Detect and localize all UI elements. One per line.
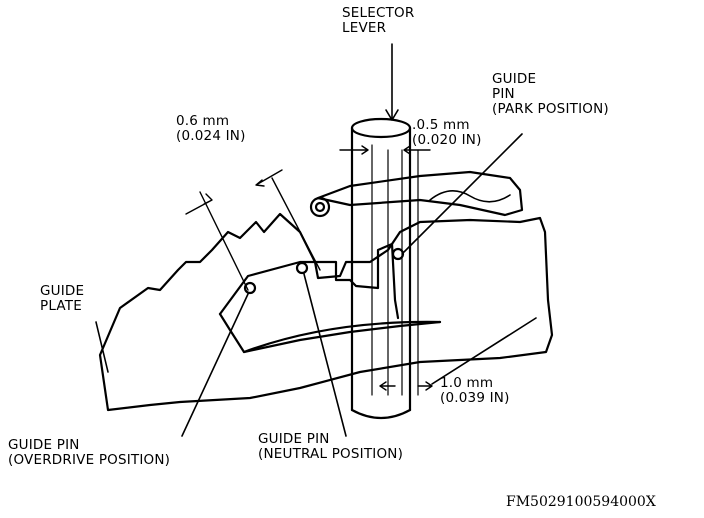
label-guide-pin-neutral-line-1: GUIDE PIN — [258, 431, 330, 447]
leader-selector-arrowhead — [385, 109, 399, 121]
label-guide-pin-neutral-line-2: (NEUTRAL POSITION) — [258, 446, 404, 462]
label-selector-lever: SELECTOR LEVER — [342, 6, 414, 36]
label-guide-plate-line-2: PLATE — [40, 298, 82, 314]
leader-guide-pin-park — [403, 133, 523, 253]
label-clearance-0-6-in: (0.024 IN) — [176, 128, 246, 144]
label-guide-pin-overdrive-line-2: (OVERDRIVE POSITION) — [8, 452, 171, 468]
label-clearance-1-0-in: (0.039 IN) — [440, 390, 510, 406]
label-guide-pin-park-line-2: PIN — [492, 86, 515, 102]
label-selector-lever-line-2: LEVER — [342, 20, 387, 36]
guide-channel-lower — [218, 312, 442, 354]
label-guide-pin-overdrive-line-1: GUIDE PIN — [8, 437, 80, 453]
guide-channel-upper — [218, 242, 400, 320]
leader-guide-pin-overdrive — [181, 293, 249, 437]
label-clearance-0-5-mm: .0.5 mm — [412, 117, 470, 133]
selector-lever-bottom — [350, 408, 412, 420]
figure-code: FM5029100594000X — [506, 494, 656, 510]
label-guide-pin-park: GUIDE PIN (PARK POSITION) — [492, 72, 609, 117]
guide-pin-overdrive — [243, 281, 257, 295]
label-guide-pin-neutral: GUIDE PIN (NEUTRAL POSITION) — [258, 432, 403, 462]
leader-1-0-mm — [431, 317, 537, 385]
leader-guide-pin-neutral — [303, 273, 347, 437]
label-guide-pin-park-line-3: (PARK POSITION) — [492, 101, 609, 117]
selector-lever-shaft — [350, 126, 412, 412]
label-selector-lever-line-1: SELECTOR — [342, 5, 415, 21]
lever-pivot — [309, 196, 331, 218]
label-clearance-1-0-mm: 1.0 mm — [440, 375, 494, 391]
label-guide-pin-park-line-1: GUIDE — [492, 71, 537, 87]
label-clearance-1-0: 1.0 mm (0.039 IN) — [440, 376, 510, 406]
lever-pivot-inner — [314, 201, 326, 213]
lever-spring — [429, 190, 511, 203]
label-clearance-0-5: .0.5 mm (0.020 IN) — [412, 118, 482, 148]
dim-0-6-line-1 — [199, 191, 249, 291]
label-clearance-0-5-in: (0.020 IN) — [412, 132, 482, 148]
label-guide-plate: GUIDE PLATE — [40, 284, 84, 314]
guide-channel-curve — [242, 320, 442, 354]
label-clearance-0-6-mm: 0.6 mm — [176, 113, 230, 129]
leader-guide-plate — [95, 321, 109, 373]
dim-0-5-arrows — [339, 145, 431, 155]
dim-1-0-arrows — [379, 381, 433, 391]
dim-0-6-arrow-right — [255, 169, 283, 187]
label-guide-plate-line-1: GUIDE — [40, 283, 85, 299]
label-clearance-0-6: 0.6 mm (0.024 IN) — [176, 114, 246, 144]
dim-0-6-arrow-left — [185, 193, 213, 215]
label-guide-pin-overdrive: GUIDE PIN (OVERDRIVE POSITION) — [8, 438, 170, 468]
selector-lever-top — [350, 117, 412, 139]
guide-pin-park — [391, 247, 405, 261]
lever-arm — [316, 170, 524, 217]
guide-pin-neutral — [295, 261, 309, 275]
dim-0-6-line-2 — [271, 177, 321, 271]
